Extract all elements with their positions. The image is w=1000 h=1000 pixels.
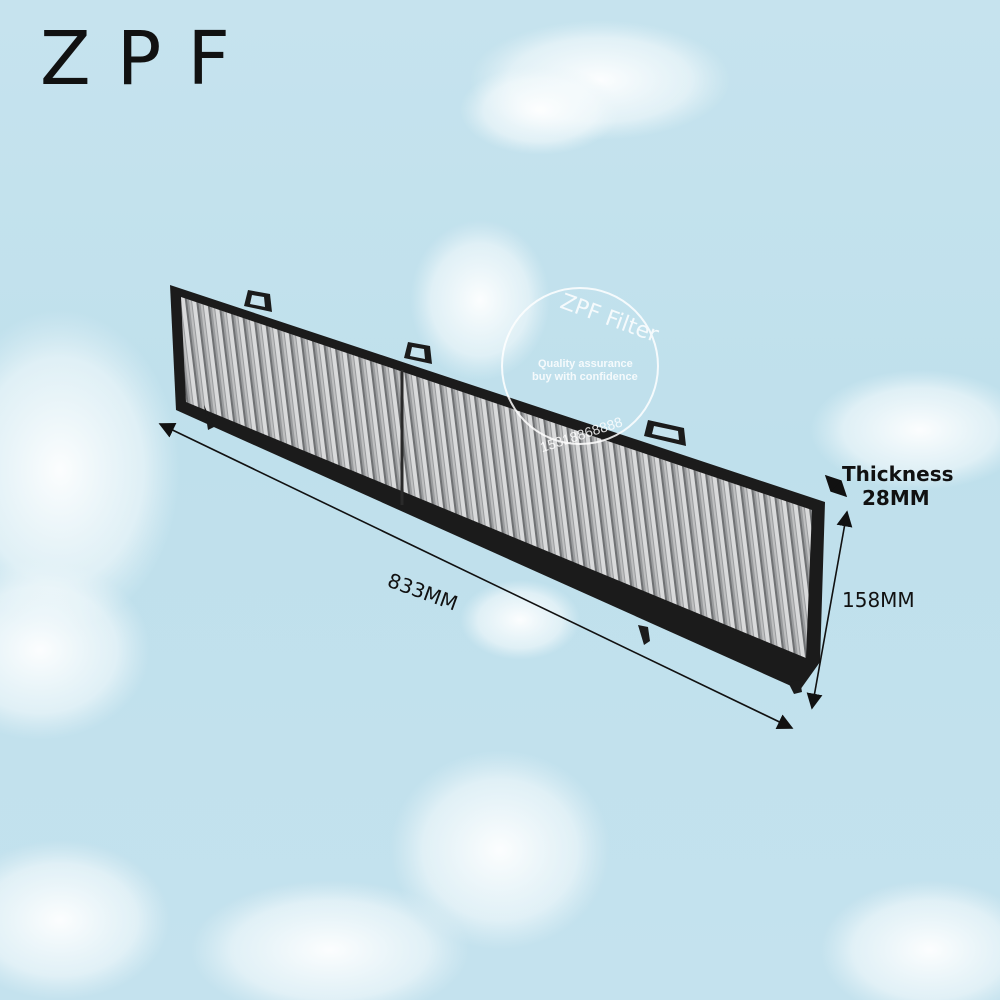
watermark-ring-text: ZPF Filter — [557, 289, 663, 348]
length-arrow — [158, 423, 794, 729]
dimension-arrows — [158, 423, 853, 729]
thickness-label: Thickness — [842, 462, 954, 486]
brand-logo: ZPF — [40, 16, 256, 102]
height-arrow — [806, 510, 853, 710]
height-label: 158MM — [842, 588, 915, 612]
thickness-value: 28MM — [862, 486, 930, 510]
thickness-arrow — [824, 474, 848, 498]
watermark-line1: Quality assurance — [538, 358, 633, 370]
watermark-line2: buy with confidence — [532, 371, 638, 383]
